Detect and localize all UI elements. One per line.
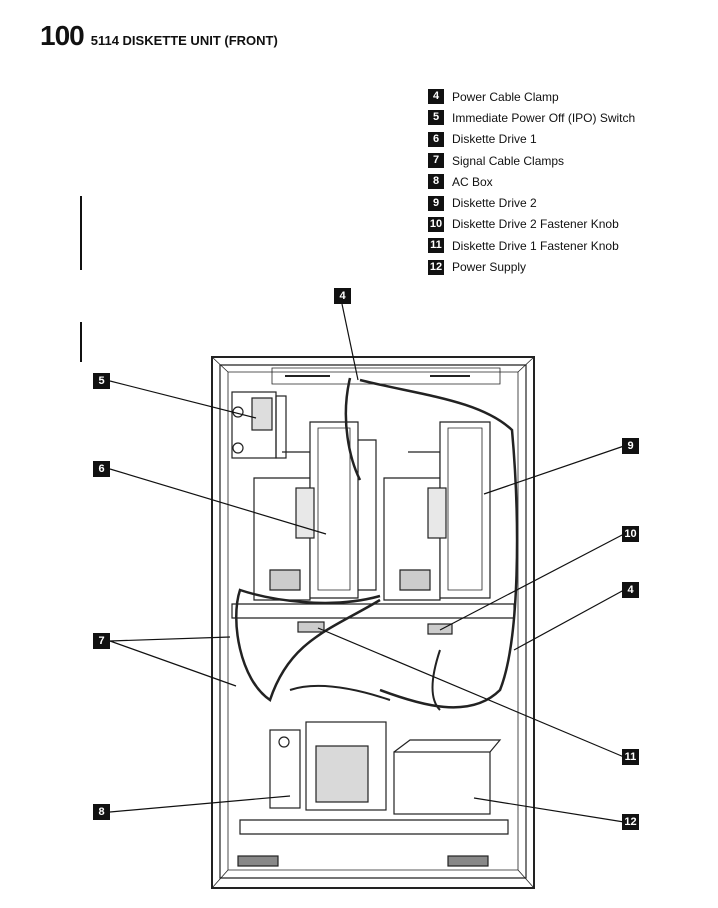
legend-label: Power Supply: [452, 260, 527, 275]
legend-number-badge: 10: [428, 216, 444, 232]
legend-label: Diskette Drive 1 Fastener Knob: [452, 238, 619, 253]
legend-label: Immediate Power Off (IPO) Switch: [452, 110, 636, 125]
drive-2-knob: [427, 623, 453, 635]
legend-item: 8 AC Box: [428, 171, 635, 192]
power-supply: [393, 739, 502, 815]
legend-item: 11 Diskette Drive 1 Fastener Knob: [428, 235, 635, 256]
callout-11: 11: [622, 749, 639, 765]
drive-shelf: [231, 603, 515, 619]
ipo-switch: [231, 391, 287, 459]
callout-8: 8: [93, 804, 110, 820]
power-cable: [344, 377, 519, 709]
parts-legend: 4 Power Cable Clamp 5 Immediate Power Off …: [428, 86, 635, 278]
drive-1-knob: [297, 621, 325, 633]
legend-label: Power Cable Clamp: [452, 89, 559, 104]
ac-box: [269, 721, 387, 811]
legend-number-badge: 7: [428, 153, 444, 169]
callout-10: 10: [622, 526, 639, 542]
revision-bar-lower: [80, 322, 82, 362]
legend-number-badge: 12: [428, 259, 444, 275]
legend-item: 12 Power Supply: [428, 256, 635, 277]
legend-item: 5 Immediate Power Off (IPO) Switch: [428, 107, 635, 128]
legend-number-badge: 5: [428, 110, 444, 126]
callout-leader-lines: [109, 303, 625, 823]
legend-item: 9 Diskette Drive 2: [428, 192, 635, 213]
callout-5: 5: [93, 373, 110, 389]
signal-cable: [235, 588, 381, 702]
legend-label: Signal Cable Clamps: [452, 153, 565, 168]
diskette-drive-2: [383, 421, 491, 601]
legend-item: 10 Diskette Drive 2 Fastener Knob: [428, 214, 635, 235]
legend-number-badge: 11: [428, 238, 444, 254]
legend-number-badge: 4: [428, 89, 444, 105]
callout-9: 9: [622, 438, 639, 454]
legend-label: AC Box: [452, 174, 493, 189]
legend-item: 7 Signal Cable Clamps: [428, 150, 635, 171]
callout-7: 7: [93, 633, 110, 649]
legend-item: 6 Diskette Drive 1: [428, 129, 635, 150]
callout-4-top: 4: [334, 288, 351, 304]
page-title: 5114 DISKETTE UNIT (FRONT): [90, 33, 278, 48]
callout-6: 6: [93, 461, 110, 477]
revision-bar-upper: [80, 196, 82, 270]
legend-number-badge: 6: [428, 131, 444, 147]
legend-label: Diskette Drive 2 Fastener Knob: [452, 217, 619, 232]
page-number: 100: [40, 20, 85, 51]
legend-label: Diskette Drive 2: [452, 196, 537, 211]
legend-item: 4 Power Cable Clamp: [428, 86, 635, 107]
callout-4-right: 4: [622, 582, 639, 598]
legend-number-badge: 9: [428, 195, 444, 211]
diskette-drive-1: [253, 421, 377, 601]
callout-12: 12: [622, 814, 639, 830]
page-header: 100 5114 DISKETTE UNIT (FRONT): [40, 20, 278, 52]
legend-label: Diskette Drive 1: [452, 132, 537, 147]
top-rail: [271, 367, 501, 385]
cabinet-inner-frame: [219, 364, 527, 879]
legend-number-badge: 8: [428, 174, 444, 190]
